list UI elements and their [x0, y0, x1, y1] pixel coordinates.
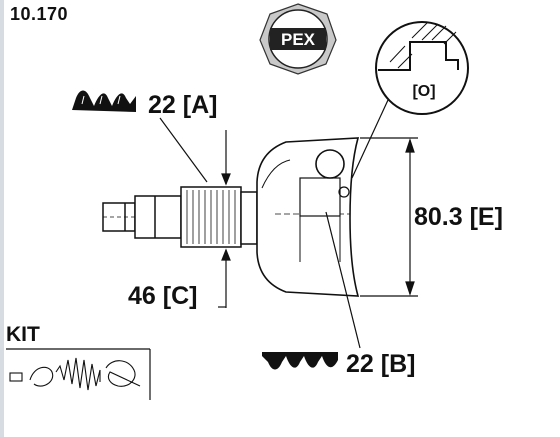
kit-box — [6, 348, 151, 400]
spline-a-icon — [72, 90, 136, 112]
kit-title: KIT — [6, 323, 40, 346]
spline-b-icon — [262, 352, 338, 370]
part-number: 10.170 — [10, 4, 69, 24]
dim-a-label: 22 [A] — [148, 91, 217, 119]
kit-contents-icon — [9, 357, 141, 391]
dim-c-label: 46 [C] — [128, 282, 197, 310]
logo-text: PEX — [281, 30, 316, 49]
cv-joint-shaft — [102, 186, 258, 248]
dim-b-leader — [325, 211, 361, 349]
dim-a-leader — [159, 117, 208, 183]
pex-logo: PEX — [259, 3, 337, 75]
cv-joint-bell — [256, 137, 360, 297]
dim-c-lines — [218, 130, 231, 308]
detail-leader — [351, 99, 389, 179]
dim-e-label: 80.3 [E] — [414, 203, 503, 231]
left-margin-band — [0, 0, 4, 437]
dim-o-label: [O] — [412, 83, 435, 100]
detail-circle-o: [O] — [375, 21, 469, 115]
dim-b-label: 22 [B] — [346, 350, 415, 378]
dim-e-lines — [360, 137, 418, 297]
